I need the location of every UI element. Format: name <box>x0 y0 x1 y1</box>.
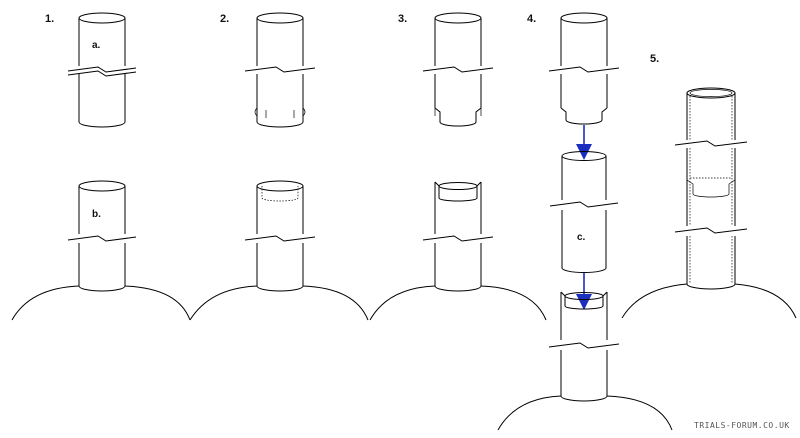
lower-tube-cut-top <box>369 181 547 321</box>
frame-curve-4 <box>497 395 673 431</box>
step-3: 3. <box>369 12 547 321</box>
frame-curve-1 <box>11 285 191 321</box>
step-1-number: 1. <box>45 13 54 25</box>
step-3-number: 3. <box>398 13 407 25</box>
step-2: 2. <box>189 12 369 321</box>
frame-curve-3 <box>369 285 547 321</box>
assembled-tube <box>621 87 797 319</box>
watermark-text: TRIALS-FORUM.CO.UK <box>694 421 790 430</box>
step-5-number: 5. <box>650 53 659 65</box>
step-4: 4. c. <box>497 12 673 431</box>
part-label-a: a. <box>92 40 101 51</box>
lower-tube-b: b. <box>11 180 191 321</box>
upper-tube-a: a. <box>67 12 137 128</box>
frame-curve-5 <box>621 283 797 319</box>
step-1: 1. a. b. <box>11 12 191 321</box>
frame-curve-2 <box>189 285 369 321</box>
upper-tube-notched <box>244 12 316 128</box>
lower-tube-receiving <box>497 291 673 431</box>
step-5: 5. <box>621 53 797 319</box>
part-label-b: b. <box>92 209 101 220</box>
upper-tube-top-piece <box>548 12 620 125</box>
upper-tube-cut <box>422 12 494 127</box>
step-4-number: 4. <box>527 13 536 25</box>
step-2-number: 2. <box>220 13 229 25</box>
lower-tube-dotted-top <box>189 180 369 321</box>
part-label-c: c. <box>577 232 586 243</box>
middle-sleeve-c: c. <box>549 151 619 273</box>
